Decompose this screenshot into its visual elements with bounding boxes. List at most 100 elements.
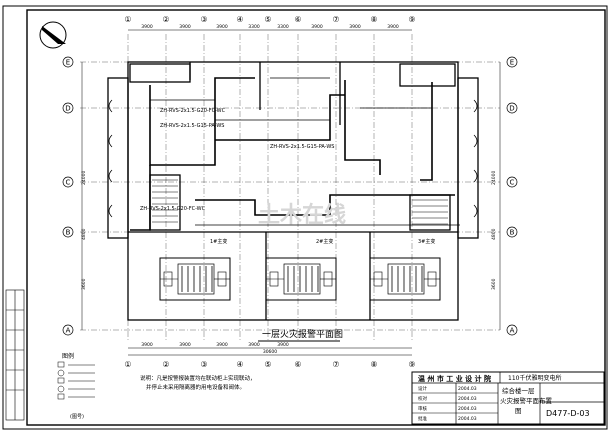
axis-label: ⑧ — [370, 15, 377, 24]
side-dimension-label: 4800 — [81, 228, 87, 240]
axis-label: E — [510, 59, 514, 67]
dimension-label: 3900 — [216, 342, 228, 348]
axis-label: A — [66, 327, 71, 335]
axis-bubble-right: B — [506, 226, 518, 238]
cable-label: ZH-RVS-2x1.5-G15-PA-WS — [160, 123, 224, 129]
outer-border — [2, 5, 608, 430]
axis-bubble-bottom: ⑨ — [408, 360, 415, 369]
axis-label: ① — [124, 360, 131, 369]
axis-label: ⑧ — [370, 360, 377, 369]
axis-label: ⑥ — [294, 15, 301, 24]
room-label: 2#主变 — [316, 238, 333, 245]
dimension-label: 3900 — [141, 24, 153, 30]
axis-bubble-bottom: ② — [162, 360, 169, 369]
axis-bubble-bottom: ⑥ — [294, 360, 301, 369]
axis-label: ④ — [236, 15, 243, 24]
stairs — [152, 179, 448, 225]
dimension-label: 3900 — [387, 24, 399, 30]
legend-title: 图例 — [62, 352, 74, 360]
axis-bubble-right: A — [506, 324, 518, 336]
legend-panel: 图例 — [57, 352, 95, 400]
drawing-title: 一层火灾报警平面图 — [262, 328, 343, 340]
left-binding-strip — [5, 289, 25, 421]
axis-label: ⑦ — [332, 360, 339, 369]
total-dimension-label: 30600 — [263, 349, 277, 355]
axis-label: ⑦ — [332, 15, 339, 24]
axis-bubble-right: C — [506, 176, 518, 188]
transformer-unit — [159, 257, 231, 301]
watermark-text: 土木在线 — [258, 202, 346, 228]
axis-bubble-bottom: ④ — [236, 360, 243, 369]
axis-bubble-top: ⑤ — [264, 15, 271, 24]
axis-bubble-bottom: ⑤ — [264, 360, 271, 369]
side-dimension-label: 3600 — [81, 278, 87, 290]
side-dimension-label: 4800 — [491, 228, 497, 240]
axis-label: ③ — [200, 360, 207, 369]
date-value: 2004.03 — [458, 386, 477, 392]
room-label: 3#主变 — [418, 238, 435, 245]
axis-bubble-top: ④ — [236, 15, 243, 24]
north-arrow-icon — [39, 21, 67, 49]
drawing-number-label: (图号) — [70, 414, 84, 420]
cable-annotations: ZH-RVS-2x1.5-G20-FC-WC ZH-RVS-2x1.5-G15-… — [140, 108, 334, 212]
axis-label: C — [66, 179, 71, 187]
transformer-unit — [369, 257, 441, 301]
axis-bubble-left: A — [62, 324, 74, 336]
axis-label: C — [510, 179, 515, 187]
cable-label: ZH-RVS-2x1.5-G20-FC-WC — [140, 206, 206, 212]
axis-bubble-top: ⑦ — [332, 15, 339, 24]
axis-bubble-left: B — [62, 226, 74, 238]
axis-label: ⑤ — [264, 15, 271, 24]
side-dimension-label: 24000 — [491, 171, 497, 185]
cable-label: ZH-RVS-2x1.5-G20-FC-WC — [160, 108, 226, 114]
field-label: 设计 — [418, 385, 427, 392]
alarm-wiring — [130, 77, 455, 231]
axis-bubble-left: D — [62, 102, 74, 114]
date-value: 2004.03 — [458, 396, 477, 402]
field-label: 批准 — [418, 415, 427, 422]
axis-bubble-top: ⑧ — [370, 15, 377, 24]
room-label: 1#主变 — [210, 238, 227, 245]
axis-label: ② — [162, 15, 169, 24]
dimension-label: 3900 — [277, 342, 289, 348]
axis-bubble-right: E — [506, 56, 518, 68]
axis-bubble-bottom: ⑦ — [332, 360, 339, 369]
axis-label: ④ — [236, 360, 243, 369]
drawing-name: 火灾报警平面布置 — [500, 396, 553, 405]
axis-bubble-bottom: ① — [124, 360, 131, 369]
axis-label: B — [510, 229, 515, 237]
window-marks — [108, 99, 478, 218]
dimension-label: 3900 — [179, 24, 191, 30]
notes-line: 说明：凡是按警报装置均在联动柜上实现联动， — [140, 374, 256, 382]
axis-label: ① — [124, 15, 131, 24]
dimension-label: 3900 — [248, 342, 260, 348]
axis-label: A — [510, 327, 515, 335]
axis-label: B — [66, 229, 71, 237]
field-label: 校对 — [418, 395, 427, 402]
axis-label: ⑤ — [264, 360, 271, 369]
axis-label: E — [66, 59, 70, 67]
drawing-name: 图 — [515, 407, 522, 415]
alarm-wiring-thin — [150, 77, 460, 226]
axis-bubble-left: E — [62, 56, 74, 68]
cable-label: ZH-RVS-2x1.5-G15-PA-WS — [270, 144, 334, 150]
inner-border — [26, 9, 606, 426]
notes-line: 并停止未采用隔离器的用电设备和阀体。 — [146, 383, 245, 391]
axis-label: ⑥ — [294, 360, 301, 369]
dimension-label: 3900 — [311, 24, 323, 30]
date-value: 2004.03 — [458, 416, 477, 422]
building-walls — [107, 61, 479, 321]
dimension-label: 3900 — [141, 342, 153, 348]
dimension-label: 3900 — [216, 24, 228, 30]
field-label: 审核 — [418, 405, 427, 412]
date-value: 2004.03 — [458, 406, 477, 412]
axis-label: ⑨ — [408, 15, 415, 24]
side-dimension-label: 24000 — [81, 171, 87, 185]
axis-label: ③ — [200, 15, 207, 24]
axis-bubble-bottom: ⑧ — [370, 360, 377, 369]
room-labels: 1#主变 2#主变 3#主变 — [210, 238, 435, 245]
side-dimension-label: 3600 — [491, 278, 497, 290]
project-name: 110千伏雅明变电所 — [508, 374, 561, 382]
axis-label: ⑨ — [408, 360, 415, 369]
